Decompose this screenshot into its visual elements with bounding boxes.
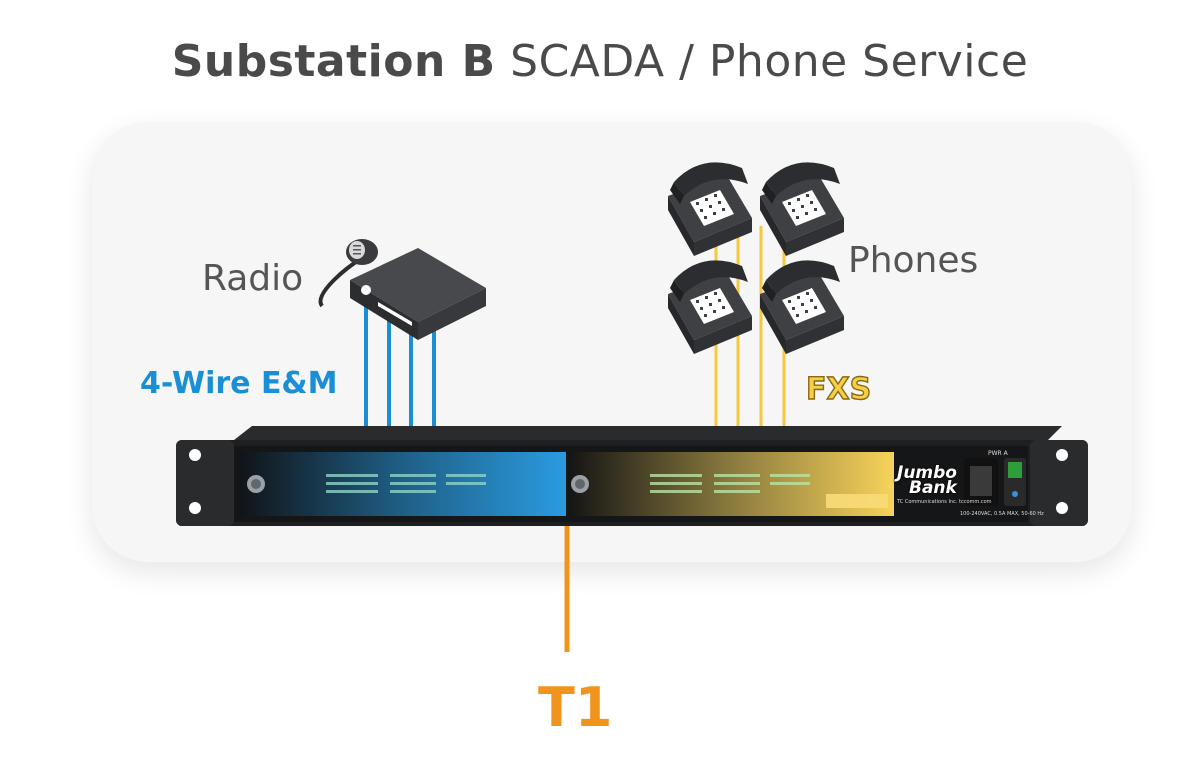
- fxs-card-leds: [650, 474, 810, 493]
- phone-icon-4: [760, 260, 844, 354]
- page-title: Substation B SCADA / Phone Service: [0, 36, 1200, 87]
- fxs-label: FXS: [805, 371, 872, 407]
- title-bold: Substation B: [171, 36, 496, 87]
- radio-icon: [318, 239, 486, 340]
- em-label: 4-Wire E&M: [140, 366, 338, 401]
- brand-line2: Bank: [909, 478, 957, 498]
- power-label: PWR A: [988, 450, 1008, 457]
- rack-device: [176, 426, 1088, 526]
- title-rest: SCADA / Phone Service: [510, 36, 1029, 87]
- brand-sub: TC Communications Inc. tccomm.com: [897, 499, 992, 505]
- em-wires: [364, 300, 436, 430]
- rack-hole-left: [189, 449, 201, 461]
- brand-logo: Jumbo Bank TC Communications Inc. tccomm…: [897, 463, 992, 506]
- em-card-leds: [326, 474, 486, 493]
- radio-label: Radio: [202, 258, 304, 299]
- t1-label: T1: [538, 676, 613, 739]
- power-rating: 100-240VAC, 0.5A MAX, 50-60 Hz: [960, 511, 1044, 517]
- phones-label: Phones: [848, 240, 979, 281]
- phone-icon-2: [760, 162, 844, 256]
- rack-hole-right: [1056, 449, 1068, 461]
- brand-line1: Jumbo: [897, 463, 957, 483]
